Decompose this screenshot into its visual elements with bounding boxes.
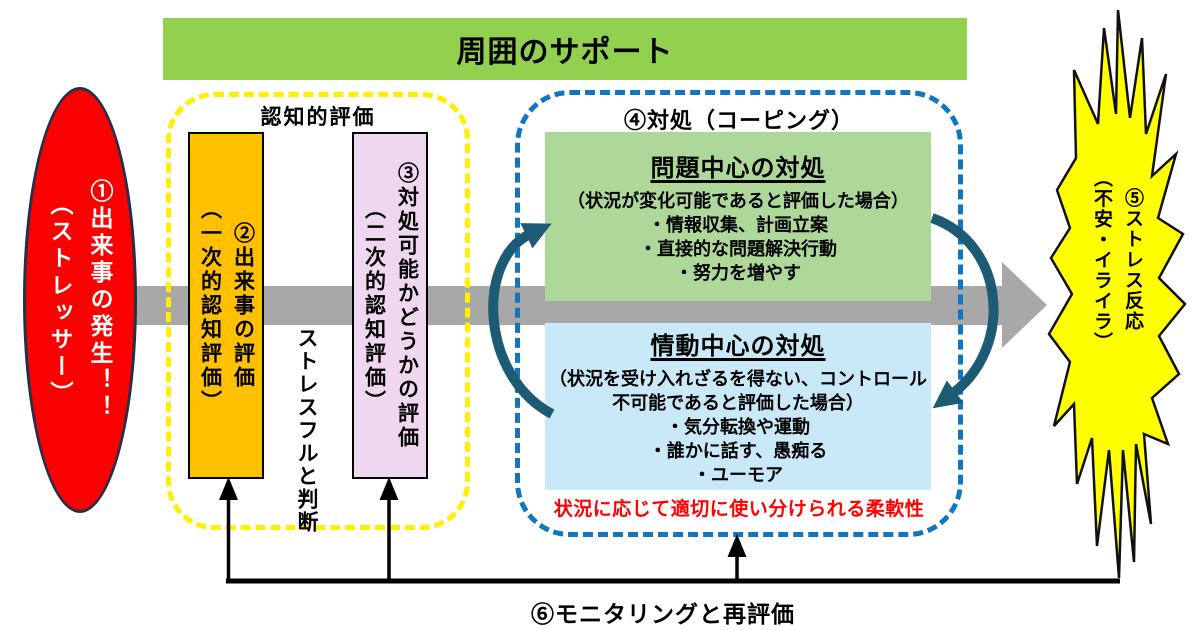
- primary-appraisal-box: ②出来事の評価 （一次的認知評価）: [188, 132, 264, 479]
- primary-appraisal-label: ②出来事の評価 （一次的認知評価）: [190, 134, 262, 477]
- appraisal-group-label: 認知的評価: [260, 106, 376, 129]
- stressor-ellipse: ①出来事の発生！！ （ストレッサー）: [23, 87, 137, 513]
- problem-coping-box: 問題中心の対処 （状況が変化可能であると評価した場合） ・情報収集、計画立案 ・…: [545, 132, 931, 301]
- secondary-appraisal-box: ③対処可能かどうかの評価 （二次的認知評価）: [352, 132, 428, 479]
- main-flow-arrow: [128, 262, 1047, 348]
- secondary-appraisal-line2: （二次的認知評価）: [362, 197, 386, 414]
- emotion-coping-line: ・気分転換や運動: [666, 416, 810, 437]
- stress-response-label: ⑤ストレス反応 （不安・イライラ）: [1072, 158, 1162, 362]
- primary-appraisal-line2: （一次的認知評価）: [198, 197, 222, 414]
- problem-coping-line: ・直接的な問題解決行動: [639, 239, 837, 259]
- secondary-appraisal-line1: ③対処可能かどうかの評価: [395, 161, 419, 450]
- flexibility-note: 状況に応じて適切に使い分けられる柔軟性: [553, 499, 925, 520]
- stress-response-line2: （不安・イライラ）: [1091, 167, 1112, 353]
- emotion-coping-title: 情動中心の対処: [650, 332, 826, 360]
- support-banner-label: 周囲のサポート: [456, 36, 674, 69]
- monitoring-label: ⑥モニタリングと再評価: [531, 601, 795, 627]
- stress-response-line1: ⑤ストレス反応: [1122, 188, 1143, 332]
- stressor-line1: ①出来事の発生！！: [87, 178, 113, 422]
- primary-appraisal-line1: ②出来事の評価: [231, 221, 255, 390]
- support-banner: 周囲のサポート: [163, 18, 967, 80]
- emotion-coping-line: 不可能であると評価した場合）: [612, 392, 864, 413]
- appraisal-group: 認知的評価: [166, 92, 470, 530]
- emotion-coping-line: ・ユーモア: [693, 465, 783, 486]
- stress-burst-shape: [1047, 9, 1187, 579]
- emotion-coping-line: ・誰かに話す、愚痴る: [648, 441, 828, 462]
- stressful-judgement-label: ストレスフルと判断: [295, 326, 318, 534]
- emotion-coping-box: 情動中心の対処 （状況を受け入れざるを得ない、コントロール 不可能であると評価し…: [545, 323, 931, 490]
- problem-coping-line: ・情報収集、計画立案: [648, 214, 828, 235]
- stressor-line2: （ストレッサー）: [47, 192, 73, 408]
- problem-coping-line: （状況が変化可能であると評価した場合）: [567, 190, 909, 211]
- stressor-label: ①出来事の発生！！ （ストレッサー）: [26, 90, 134, 510]
- secondary-appraisal-label: ③対処可能かどうかの評価 （二次的認知評価）: [354, 134, 426, 477]
- problem-coping-title: 問題中心の対処: [650, 154, 826, 182]
- problem-coping-line: ・努力を増やす: [675, 263, 801, 284]
- coping-group-label: ④対処（コーピング）: [623, 108, 854, 133]
- emotion-coping-line: （状況を受け入れざるを得ない、コントロール: [549, 368, 927, 389]
